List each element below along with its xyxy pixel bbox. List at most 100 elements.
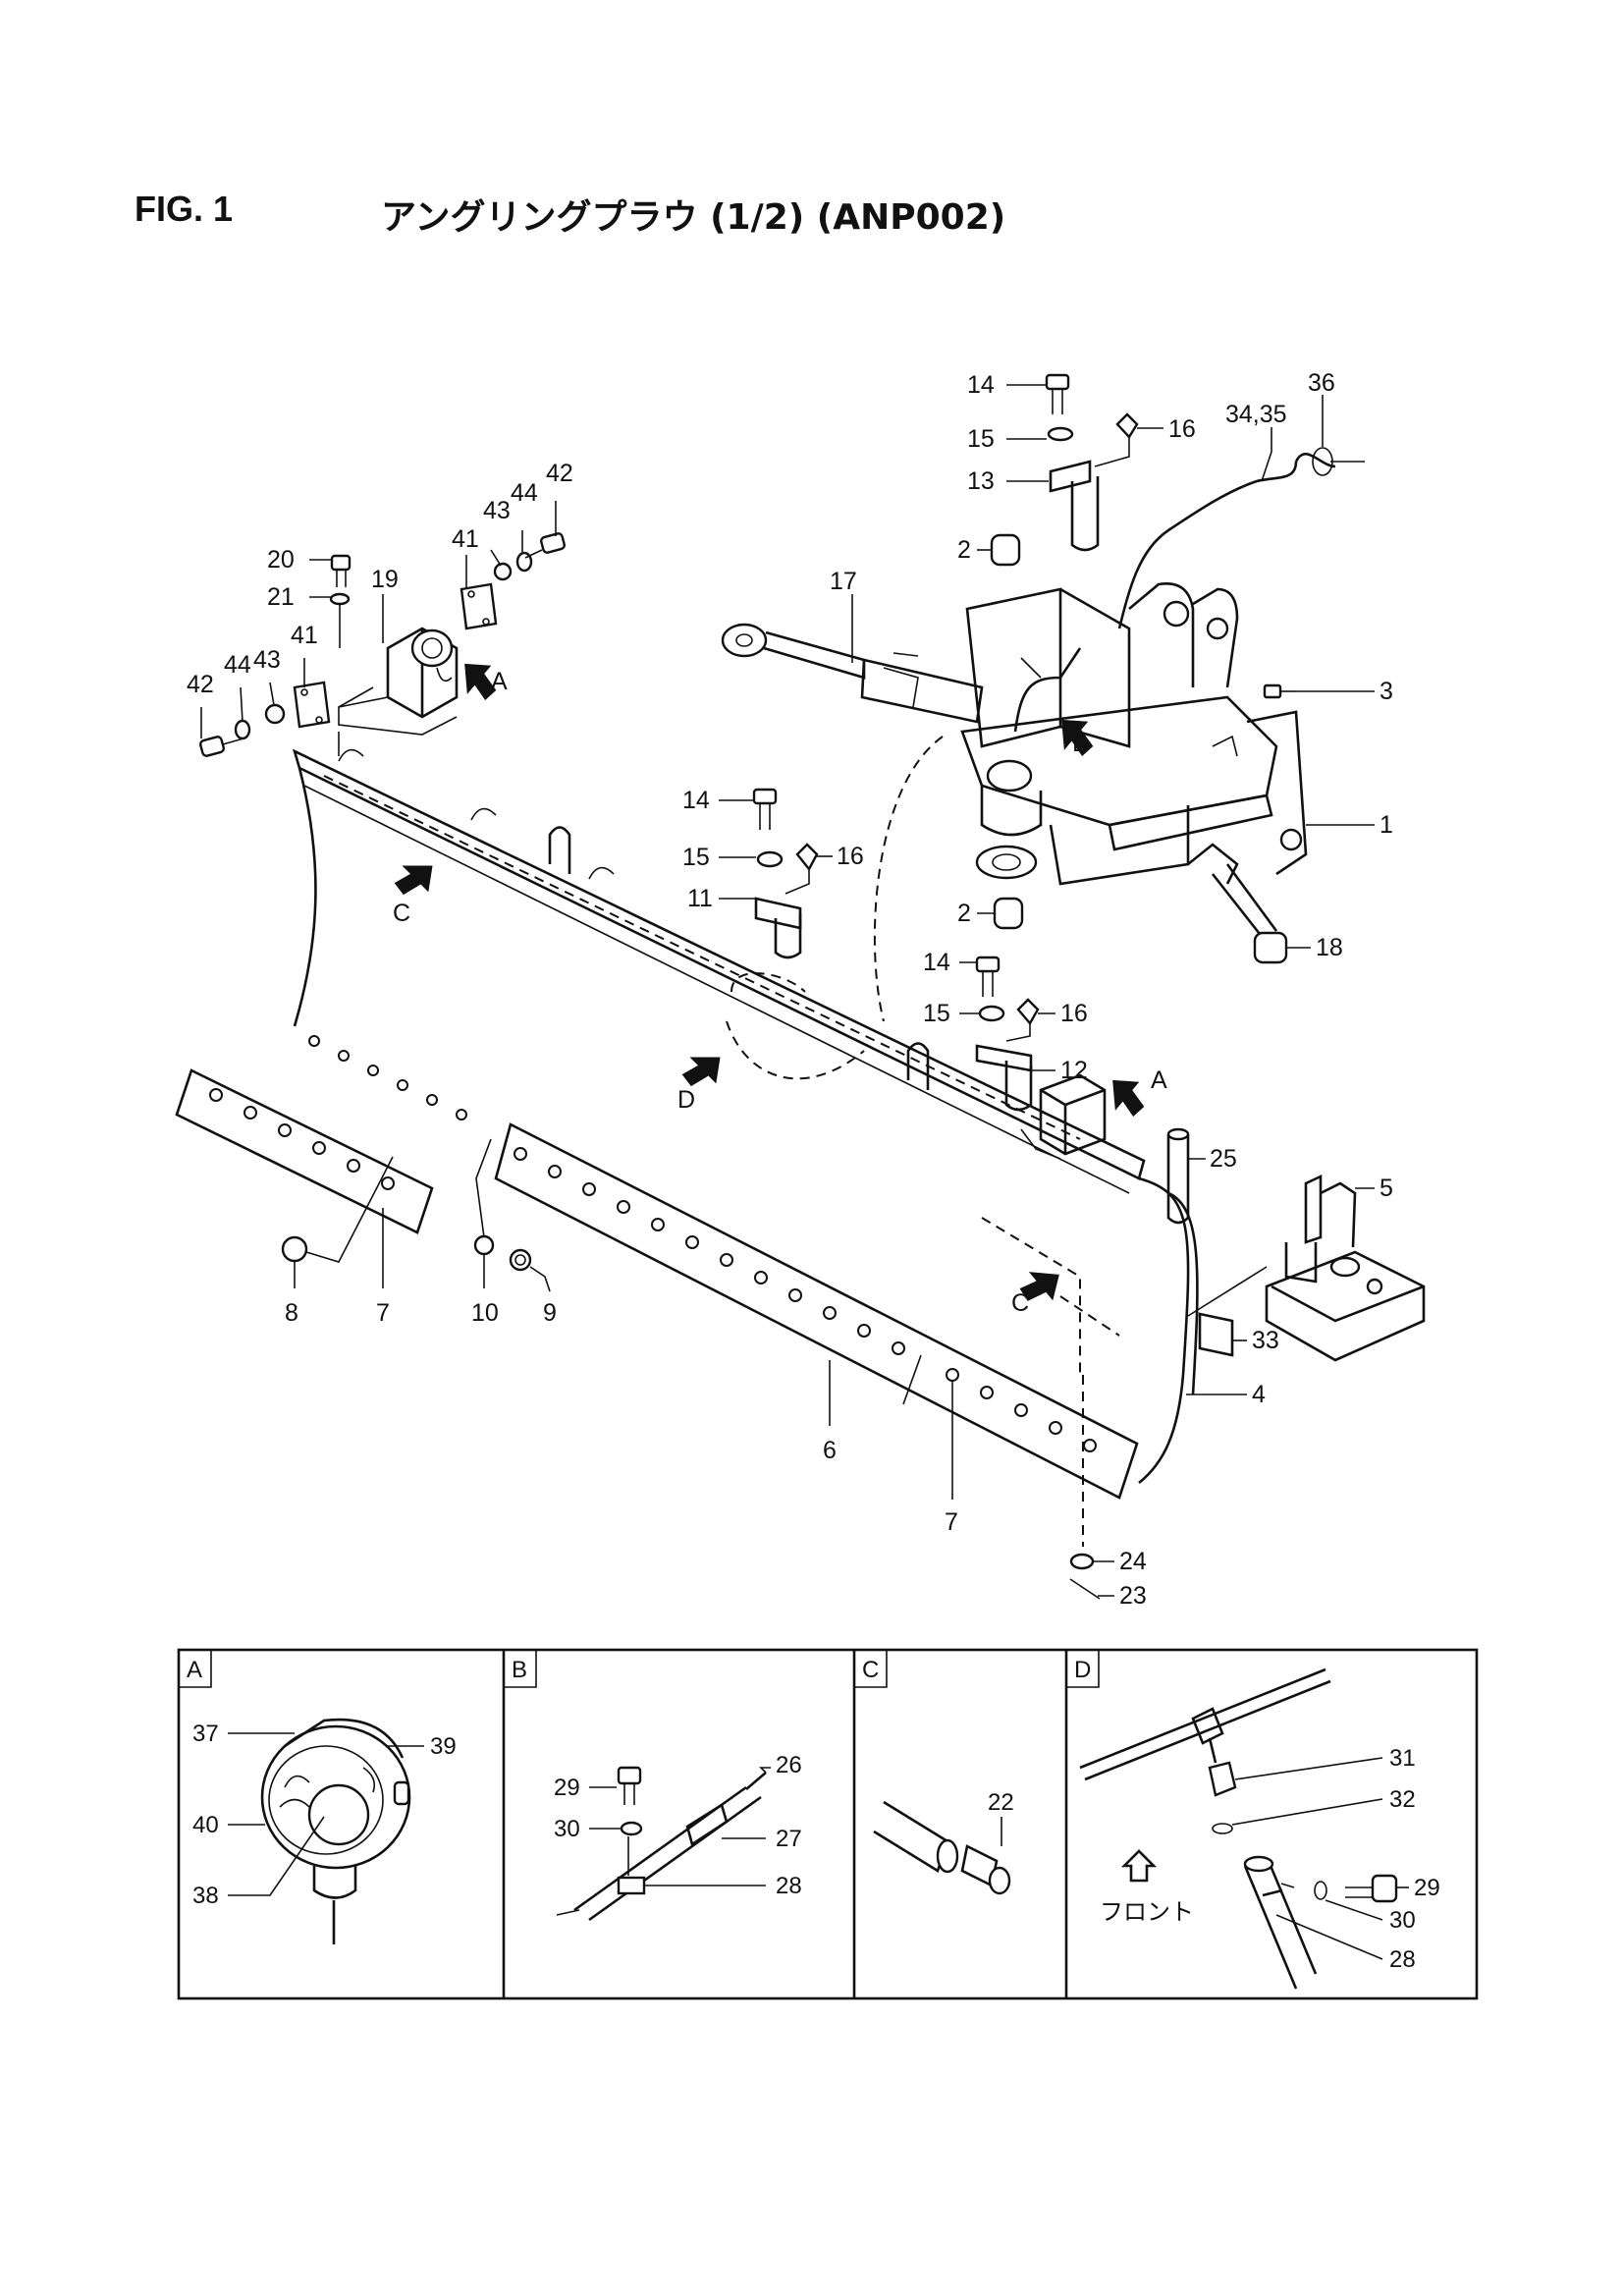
- callout-42-left: 42: [187, 671, 214, 698]
- leader-lines: [200, 384, 1375, 1597]
- callout-8: 8: [285, 1299, 298, 1327]
- panel-a-label-39: 39: [430, 1733, 457, 1760]
- callout-5: 5: [1380, 1175, 1393, 1202]
- callout-23: 23: [1119, 1582, 1147, 1610]
- panel-d-label-29: 29: [1414, 1875, 1440, 1901]
- cutting-edge: [494, 1122, 1139, 1500]
- panel-a-lamp-drawing: [260, 1718, 411, 1944]
- panel-c-label-22: 22: [988, 1789, 1014, 1816]
- panel-d-letter: D: [1074, 1657, 1091, 1683]
- panel-d-label-28: 28: [1389, 1946, 1416, 1973]
- callout-15-top: 15: [967, 425, 995, 453]
- pin-11-group: [752, 788, 819, 959]
- callout-41-right: 41: [452, 525, 479, 553]
- bolt-3: [1263, 683, 1296, 699]
- callout-21: 21: [267, 583, 295, 611]
- callout-6: 6: [823, 1437, 837, 1464]
- lamp-assembly-left: [199, 532, 566, 757]
- bracket-5: [1187, 1174, 1426, 1362]
- pin-12-group: [975, 956, 1040, 1112]
- lamp-assembly-right: [1020, 1073, 1107, 1160]
- pivot-hidden-lines: [726, 736, 1120, 1375]
- view-marker-d: D: [677, 1086, 695, 1114]
- view-marker-letters: A B C D A C: [393, 668, 1167, 1317]
- callout-15-mid: 15: [682, 844, 710, 871]
- view-marker-a-left: A: [491, 668, 508, 695]
- view-marker-c-right: C: [1011, 1289, 1029, 1317]
- callout-14-mid: 14: [682, 787, 710, 814]
- callout-7-left: 7: [376, 1299, 390, 1327]
- callout-44-right: 44: [511, 479, 538, 507]
- panel-d-label-30: 30: [1389, 1907, 1416, 1934]
- view-marker-b: B: [1072, 730, 1089, 757]
- hoses: [1013, 447, 1365, 733]
- panel-b-hose-clamp-drawing: [556, 1766, 767, 1922]
- cylinder-18: [1187, 843, 1288, 964]
- callout-14-low: 14: [923, 949, 950, 976]
- panel-b-label-30: 30: [554, 1816, 580, 1842]
- callout-15-low: 15: [923, 1000, 950, 1027]
- callout-2-top: 2: [957, 536, 971, 564]
- callout-43-right: 43: [483, 497, 511, 524]
- callout-20: 20: [267, 546, 295, 574]
- cylinder-17: [721, 623, 984, 724]
- view-marker-c-left: C: [393, 900, 410, 927]
- callout-33: 33: [1252, 1327, 1279, 1354]
- panel-d-label-31: 31: [1389, 1745, 1416, 1772]
- callout-3: 3: [1380, 678, 1393, 705]
- callout-44-left: 44: [224, 651, 251, 679]
- callout-10: 10: [471, 1299, 499, 1327]
- callout-12: 12: [1060, 1057, 1088, 1084]
- decal-33: [1198, 1312, 1234, 1357]
- panel-d-drawing: [1079, 1667, 1398, 1990]
- callout-16-top: 16: [1168, 415, 1196, 443]
- pin-25: [1166, 1127, 1190, 1225]
- callout-19: 19: [371, 566, 399, 593]
- callout-18: 18: [1316, 934, 1343, 961]
- panel-a-label-40: 40: [192, 1812, 219, 1838]
- panel-b-label-29: 29: [554, 1775, 580, 1801]
- panel-b-label-27: 27: [776, 1826, 802, 1852]
- panel-b-letter: B: [512, 1657, 527, 1683]
- callout-16-mid: 16: [837, 843, 864, 870]
- detail-panels: A B C D 37 39 40 38: [177, 1648, 1479, 2000]
- panel-d-label-32: 32: [1389, 1786, 1416, 1813]
- callout-43-left: 43: [253, 646, 281, 674]
- callout-42-right: 42: [546, 460, 573, 487]
- panel-d-front-label: フロント: [1100, 1898, 1194, 1926]
- figure-title: アングリングプラウ (1/2) (ANP002): [381, 197, 1006, 238]
- panel-b-label-26: 26: [776, 1752, 802, 1778]
- panel-a-label-38: 38: [192, 1883, 219, 1909]
- panel-c-letter: C: [862, 1657, 879, 1683]
- figure-number: FIG. 1: [135, 189, 234, 229]
- panel-a-letter: A: [187, 1657, 202, 1683]
- view-arrows: [394, 663, 1145, 1301]
- callout-1: 1: [1380, 811, 1393, 839]
- callout-34-35: 34,35: [1225, 401, 1287, 428]
- panel-a-label-37: 37: [192, 1721, 219, 1747]
- callout-2-bottom: 2: [957, 900, 971, 927]
- callout-41-left: 41: [291, 622, 318, 649]
- frame-assembly: [960, 581, 1308, 886]
- callout-13: 13: [967, 467, 995, 495]
- view-marker-a-right: A: [1151, 1066, 1167, 1094]
- callout-9: 9: [543, 1299, 557, 1327]
- panel-c-fitting-drawing: [873, 1800, 1011, 1895]
- upper-pin-group: [1045, 373, 1139, 552]
- callout-25: 25: [1210, 1145, 1237, 1173]
- plow-blade: [292, 748, 1199, 1485]
- pin-23-washer-24: [1069, 1375, 1101, 1600]
- callout-17: 17: [830, 568, 857, 595]
- edge-fasteners: [281, 1138, 532, 1272]
- callout-7-right: 7: [945, 1508, 958, 1536]
- left-edge-segment: [175, 1068, 434, 1234]
- callout-14-top: 14: [967, 371, 995, 399]
- callout-24: 24: [1119, 1548, 1147, 1575]
- callout-4: 4: [1252, 1381, 1266, 1408]
- callout-labels: 14 15 16 13 34,35 36 2 17 3 1 2 18 14 15…: [187, 369, 1393, 1610]
- callout-16-low: 16: [1060, 1000, 1088, 1027]
- cutting-edge-holes: [514, 1147, 1097, 1452]
- callout-36: 36: [1308, 369, 1335, 397]
- callout-11: 11: [687, 885, 713, 912]
